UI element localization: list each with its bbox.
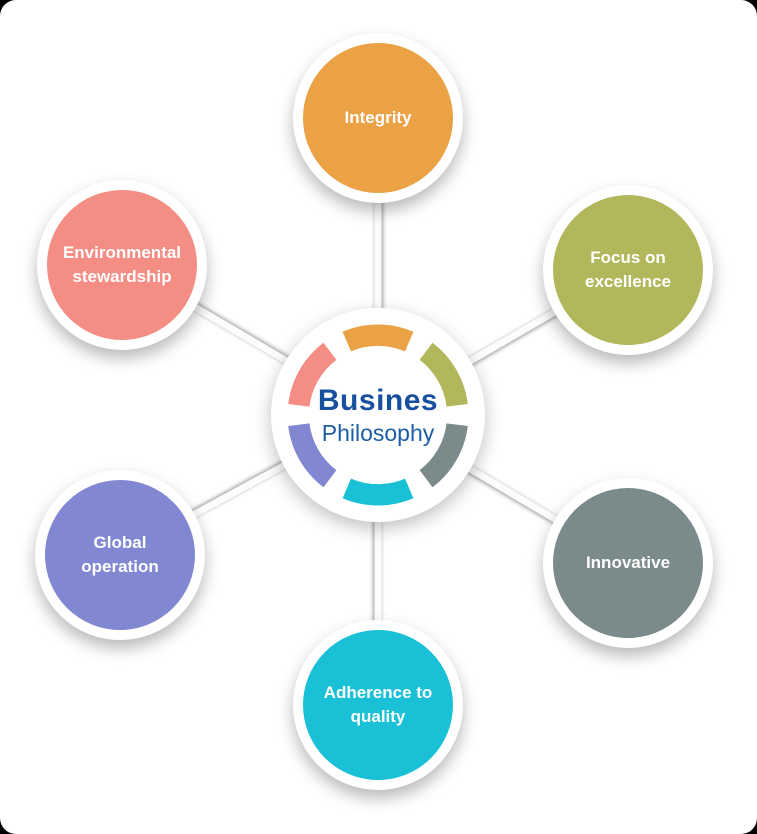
ring-segment-global-operation [288,423,337,488]
center-node: Busines Philosophy [271,308,485,522]
node-label: Focus on excellence [584,248,671,291]
node-label: Adherence to quality [323,683,433,726]
ring-segment-integrity [342,324,414,352]
node-focus-on-excellence: Focus on excellence [543,185,713,355]
node-global-operation: Global operation [35,470,205,640]
node-adherence-to-quality: Adherence to quality [293,620,463,790]
center-ring [288,324,468,506]
ring-segment-adherence-to-quality [342,478,414,506]
center-text: Busines Philosophy [271,308,485,522]
center-title: Busines [317,383,439,417]
node-label: Innovative [585,553,671,573]
node-environmental-stewardship: Environmental stewardship [37,180,207,350]
node-integrity: Integrity [293,33,463,203]
node-label: Environmental stewardship [62,243,182,286]
node-innovative: Innovative [543,478,713,648]
ring-segment-environmental-stewardship [288,342,337,407]
center-subtitle: Philosophy [321,419,435,446]
ring-segment-innovative [419,423,468,488]
node-label: Global operation [81,533,159,576]
node-label: Integrity [344,108,412,128]
ring-segment-focus-on-excellence [419,342,468,407]
